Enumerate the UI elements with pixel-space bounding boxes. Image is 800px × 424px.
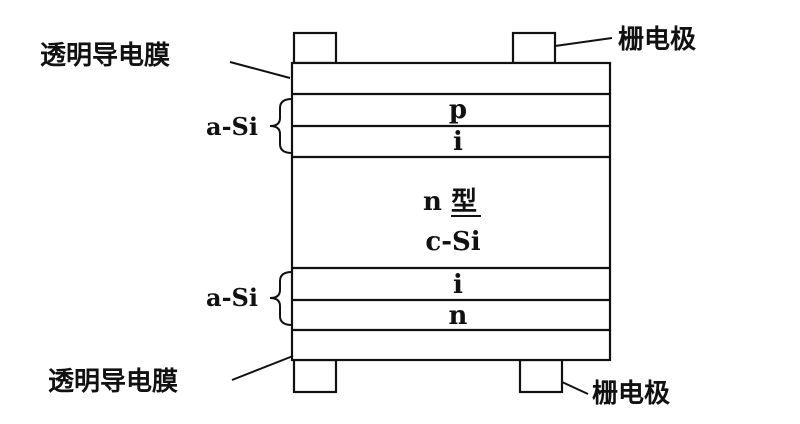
- top-asi-brace: [269, 98, 293, 154]
- layer-p-label: p: [449, 95, 467, 125]
- bottom-asi-label: a-Si: [206, 283, 258, 312]
- top-film-label: 透明导电膜: [40, 41, 170, 71]
- bottom-right-electrode: [518, 358, 564, 394]
- top-film-leader: [229, 61, 291, 79]
- bottom-left-electrode: [292, 358, 338, 394]
- core-type-label: n 型: [423, 187, 477, 217]
- layer-n-label: n: [449, 301, 468, 331]
- core-material-label: c-Si: [425, 227, 480, 257]
- bottom-film-leader: [231, 355, 294, 381]
- bottom-film-label: 透明导电膜: [48, 367, 178, 397]
- bottom-asi-brace: [269, 271, 293, 326]
- top-left-electrode: [292, 31, 338, 65]
- top-electrode-label: 栅电极: [618, 24, 697, 55]
- bottom-electrode-leader: [561, 381, 589, 395]
- bottom-electrode-label: 栅电极: [592, 378, 671, 409]
- layer-i-bottom-label: i: [453, 270, 463, 300]
- top-right-electrode: [511, 31, 557, 65]
- cell-stack: [290, 61, 612, 362]
- top-electrode-leader: [554, 37, 613, 47]
- layer-i-top-label: i: [453, 127, 463, 157]
- top-asi-label: a-Si: [206, 112, 258, 141]
